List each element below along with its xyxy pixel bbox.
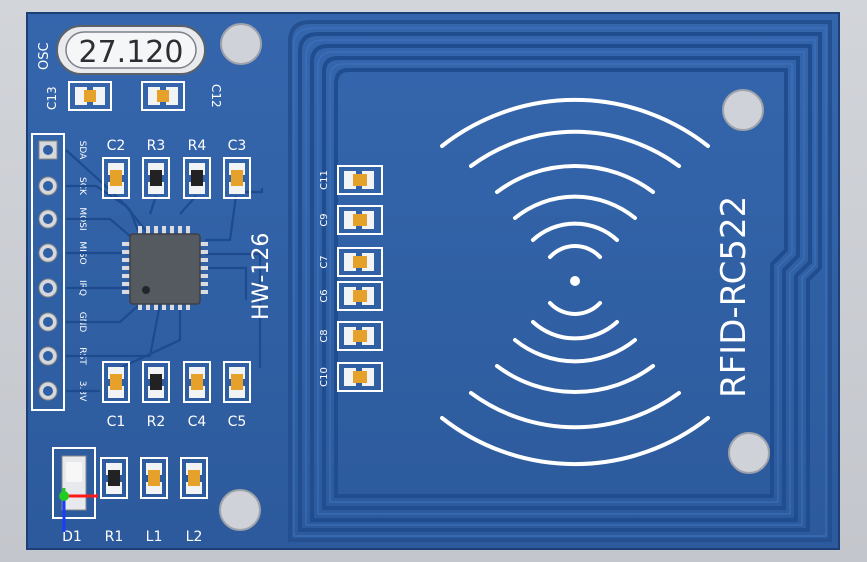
cap-c2-label: C2 xyxy=(107,138,126,154)
resistor-r2 xyxy=(142,361,170,403)
osc-label: OSC xyxy=(37,42,52,70)
led-d1-label: D1 xyxy=(62,529,82,545)
resistor-r1 xyxy=(100,457,128,499)
cap-c4 xyxy=(183,361,211,403)
cap-c8-label: C8 xyxy=(319,329,330,342)
cap-c1-label: C1 xyxy=(107,414,126,430)
board-model-label: RFID-RC522 xyxy=(714,196,754,398)
cap-c6-label: C6 xyxy=(319,289,330,302)
cap-c10-label: C10 xyxy=(319,367,330,387)
inductor-l2-label: L2 xyxy=(186,529,203,545)
mount-hole-top-left xyxy=(220,23,262,65)
crystal-frequency: 27.120 xyxy=(79,35,184,70)
cap-c12-label: C12 xyxy=(209,84,223,108)
resistor-r3-label: R3 xyxy=(147,138,166,154)
cap-c10 xyxy=(337,362,383,392)
cap-c4-label: C4 xyxy=(188,414,207,430)
cap-c12 xyxy=(141,81,185,111)
mount-hole-top-right xyxy=(722,89,764,131)
cap-c8 xyxy=(337,321,383,351)
cap-c7-label: C7 xyxy=(319,255,330,268)
resistor-r2-label: R2 xyxy=(147,414,166,430)
cap-c2 xyxy=(102,157,130,199)
inductor-l2 xyxy=(180,457,208,499)
antenna-coil xyxy=(288,20,832,542)
pin-header xyxy=(31,133,65,411)
cap-c6 xyxy=(337,281,383,311)
cap-c3-label: C3 xyxy=(228,138,247,154)
cap-c3 xyxy=(223,157,251,199)
cap-c11-label: C11 xyxy=(319,170,330,190)
cap-c1 xyxy=(102,361,130,403)
cap-c9 xyxy=(337,205,383,235)
crystal-oscillator: 27.120 xyxy=(56,25,206,75)
mount-hole-bottom-right xyxy=(728,432,770,474)
resistor-r4 xyxy=(183,157,211,199)
led-d1 xyxy=(52,447,96,519)
resistor-r1-label: R1 xyxy=(105,529,124,545)
cap-c5-label: C5 xyxy=(228,414,247,430)
rfid-wave-logo xyxy=(440,97,710,467)
inductor-l1 xyxy=(140,457,168,499)
cap-c5 xyxy=(223,361,251,403)
resistor-r4-label: R4 xyxy=(188,138,207,154)
rc522-chip xyxy=(122,226,208,310)
antenna-caps xyxy=(337,165,383,392)
cap-c11 xyxy=(337,165,383,195)
cap-c13-label: C13 xyxy=(45,86,59,110)
signal-traces xyxy=(65,149,264,393)
cap-c9-label: C9 xyxy=(319,213,330,226)
cap-c13 xyxy=(68,81,112,111)
board-id-label: HW-126 xyxy=(249,233,274,320)
inductor-l1-label: L1 xyxy=(146,529,163,545)
pin-label-0: SDA xyxy=(77,141,87,160)
mount-hole-bottom-left xyxy=(219,489,261,531)
resistor-r3 xyxy=(142,157,170,199)
cap-c7 xyxy=(337,247,383,277)
axis-triad-icon[interactable] xyxy=(59,488,98,532)
